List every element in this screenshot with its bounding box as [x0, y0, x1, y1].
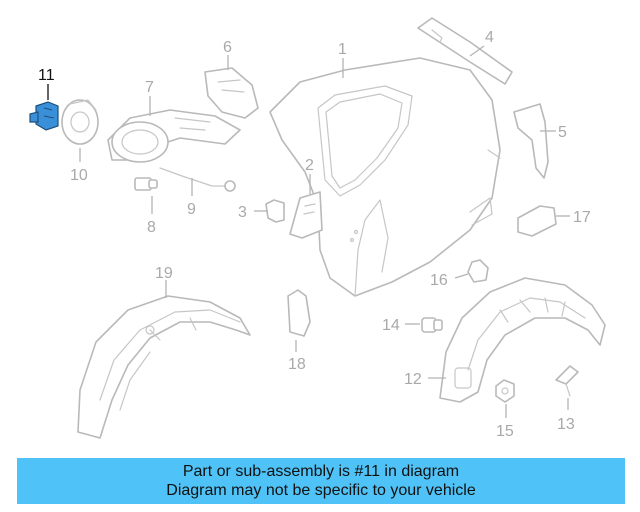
part-6-fuel-door [204, 67, 259, 119]
banner-line-part: Part or sub-assembly is #11 in diagram [182, 463, 460, 480]
callout-19: 19 [155, 265, 173, 282]
leader-lines [47, 45, 570, 418]
banner-line-disclaimer: Diagram may not be specific to your vehi… [166, 482, 476, 499]
part-16-clip [467, 259, 489, 283]
part-11-fuel-door-actuator [29, 101, 59, 131]
part-12-wheel-liner [439, 277, 606, 403]
part-14-grommet [421, 317, 443, 333]
info-banner: Part or sub-assembly is #11 in diagram D… [17, 458, 625, 504]
part-18-trim-piece [287, 289, 311, 337]
part-15-nut [495, 379, 515, 403]
callout-11: 11 [38, 67, 55, 84]
exploded-parts-diagram: 1 2 3 4 5 6 7 8 9 10 11 12 13 14 15 16 1… [29, 17, 606, 440]
part-8-bolt [134, 177, 158, 191]
callout-3: 3 [238, 204, 247, 221]
part-19-wheel-liner [77, 295, 251, 439]
part-10-fuel-cap [61, 99, 99, 145]
part-3-clip [265, 199, 285, 223]
part-13-screw [555, 365, 579, 397]
callout-12: 12 [404, 371, 422, 388]
callout-10: 10 [70, 167, 88, 184]
callout-17: 17 [573, 209, 591, 226]
callout-8: 8 [147, 219, 156, 236]
callout-14: 14 [382, 317, 400, 334]
callout-13: 13 [557, 416, 575, 433]
part-2-bracket [289, 191, 323, 239]
callout-18: 18 [288, 356, 306, 373]
part-4-trim-strip [417, 17, 513, 85]
part-7-fuel-housing [107, 109, 241, 163]
callout-9: 9 [187, 201, 196, 218]
callout-16: 16 [430, 272, 448, 289]
part-5-bracket [513, 103, 549, 179]
callout-6: 6 [223, 39, 232, 56]
part-9-cable [159, 167, 236, 192]
callout-5: 5 [558, 124, 567, 141]
part-1-quarter-panel [269, 57, 501, 297]
callout-7: 7 [145, 79, 154, 96]
callout-1: 1 [338, 41, 347, 58]
callout-2: 2 [305, 157, 314, 174]
callout-4: 4 [485, 29, 494, 46]
callout-15: 15 [496, 423, 514, 440]
part-17-reflector [517, 205, 557, 237]
